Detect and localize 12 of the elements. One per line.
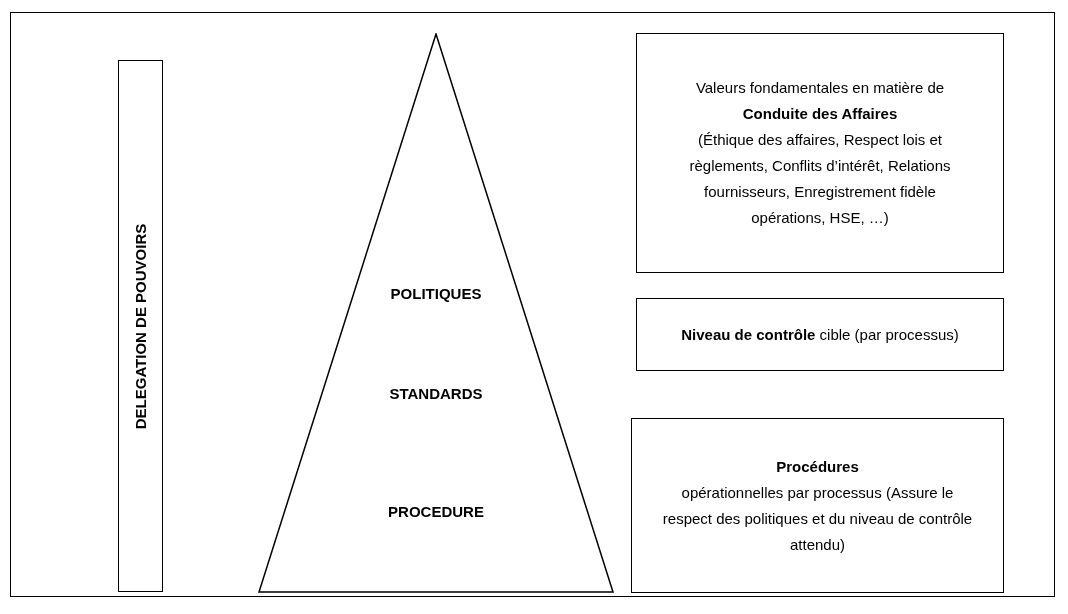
text-box [636, 298, 1004, 371]
description-text: Valeurs fondamentales en matière de Conduite des Affaires (Éthique des affaires, Respect lois et règlements, Conflits d’intérêt, Relations fournisseurs, Enregistrement fidèle opérations, HSE, …) [688, 78, 952, 228]
pyramid [258, 33, 614, 593]
description-text: Procédures opérationnelles par processus (Assure le respect des politiques et du niveau de contrôle attendu) [661, 456, 974, 555]
level-label: STANDARDS [389, 385, 483, 402]
text-box [636, 33, 1004, 273]
text-box [631, 418, 1004, 593]
level-label: POLITIQUES [390, 285, 482, 302]
level-label: PROCEDURE [388, 503, 484, 520]
description-text: Niveau de contrôle cible (par processus) [680, 324, 960, 345]
vertical-label: DELEGATION DE POUVOIRS [132, 223, 149, 429]
vertical-box [118, 60, 163, 592]
